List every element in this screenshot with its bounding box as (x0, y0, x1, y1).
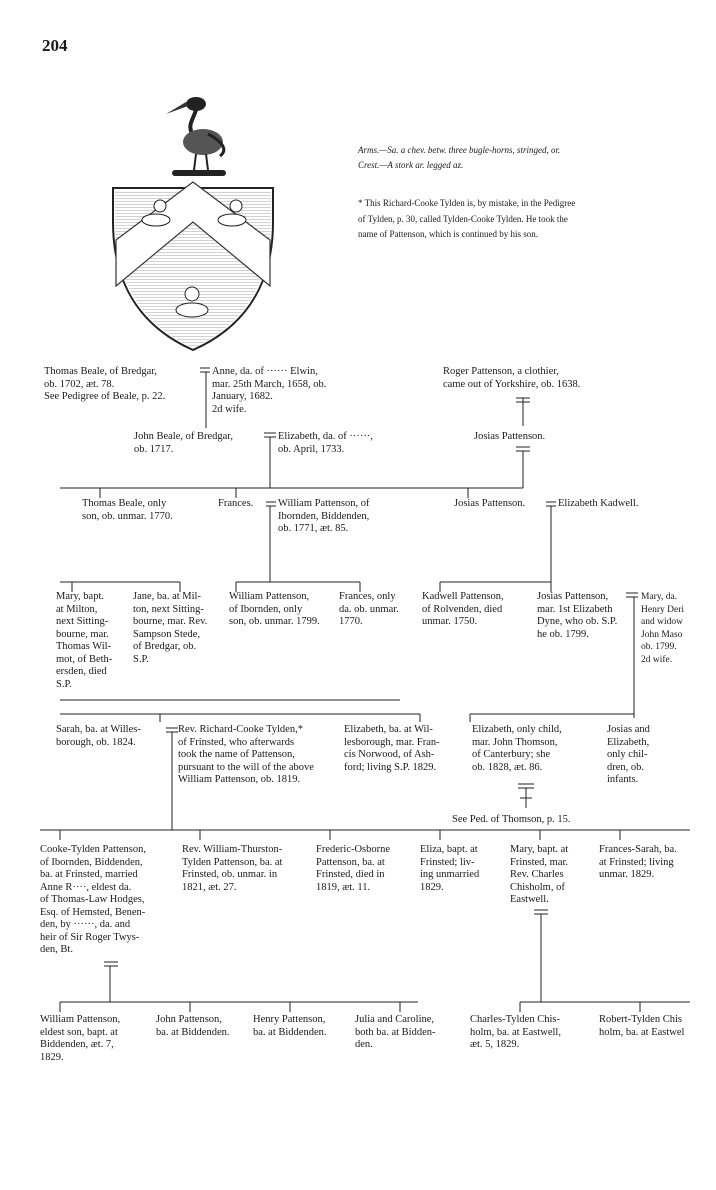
bugle-horn-icon (141, 199, 171, 227)
entry-thomas-beale-son: Thomas Beale, only son, ob. unmar. 1770. (82, 498, 173, 522)
entry-elizabeth-thomson: Elizabeth, only child, mar. John Thomson… (472, 724, 562, 773)
bugle-horn-icon (175, 286, 209, 318)
entry-julia-caroline: Julia and Caroline, both ba. at Bidden- … (355, 1014, 436, 1050)
page-number: 204 (42, 36, 68, 55)
entry-henry-pattenson: Henry Pattenson, ba. at Biddenden. (253, 1014, 327, 1038)
entry-kadwell-pattenson: Kadwell Pattenson, of Rolvenden, died un… (422, 591, 504, 627)
entry-thomas-beale: Thomas Beale, of Bredgar, ob. 1702, æt. … (44, 366, 166, 402)
entry-william-pattenson: William Pattenson, of Ibornden, Biddende… (278, 498, 370, 534)
entry-richard-cooke-tylden: Rev. Richard-Cooke Tylden,* of Frinsted,… (178, 724, 314, 785)
entry-eliza: Eliza, bapt. at Frinsted; liv- ing unmar… (420, 844, 480, 893)
entry-william-ibornden: William Pattenson, of Ibornden, only son… (229, 591, 320, 627)
entry-frances: Frances. (218, 498, 254, 509)
entry-elizabeth-kadwell: Elizabeth Kadwell. (558, 498, 639, 509)
entry-frances-only-da: Frances, only da. ob. unmar. 1770. (339, 591, 399, 627)
stork-crest-icon (166, 97, 226, 176)
entry-william-thurston: Rev. William-Thurston- Tylden Pattenson,… (182, 844, 283, 893)
entry-robert-tylden-chisholm: Robert-Tylden Chis holm, ba. at Eastwel (599, 1014, 685, 1038)
see-thomson-ref: See Ped. of Thomson, p. 15. (452, 814, 571, 825)
entry-john-pattenson: John Pattenson, ba. at Biddenden. (156, 1014, 230, 1038)
entry-charles-tylden-chisholm: Charles-Tylden Chis- holm, ba. at Eastwe… (470, 1014, 561, 1050)
entry-frederic-osborne: Frederic-Osborne Pattenson, ba. at Frins… (316, 844, 391, 893)
entry-john-beale: John Beale, of Bredgar, ob. 1717. (134, 431, 234, 455)
entry-josias-elizabeth: Josias and Elizabeth, only chil- dren, o… (607, 724, 650, 785)
coat-of-arms-image (112, 97, 274, 352)
entry-mary-wilmot: Mary, bapt. at Milton, next Sitting- bou… (56, 591, 113, 690)
entry-roger-pattenson: Roger Pattenson, a clothier, came out of… (443, 366, 581, 390)
entry-elizabeth-norwood: Elizabeth, ba. at Wil- lesborough, mar. … (344, 724, 440, 773)
bugle-horn-icon (217, 199, 247, 227)
footnote: * This Richard-Cooke Tylden is, by mista… (358, 198, 576, 239)
entry-cooke-tylden: Cooke-Tylden Pattenson, of Ibornden, Bid… (40, 844, 146, 955)
entry-josias-pattenson-1: Josias Pattenson. (474, 431, 546, 442)
entry-mary-chisholm: Mary, bapt. at Frinsted, mar. Rev. Charl… (510, 844, 569, 905)
entry-jane-stede: Jane, ba. at Mil- ton, next Sitting- bou… (133, 591, 208, 665)
entry-william-eldest: William Pattenson, eldest son, bapt. at … (40, 1014, 121, 1063)
entry-sarah: Sarah, ba. at Willes- borough, ob. 1824. (56, 724, 141, 748)
entry-anne-elwin: Anne, da. of ······ Elwin, mar. 25th Mar… (212, 366, 327, 415)
entry-elizabeth-wife: Elizabeth, da. of ······, ob. April, 173… (278, 431, 374, 455)
shield-icon (112, 181, 274, 352)
arms-note: Arms.—Sa. a chev. betw. three bugle-horn… (358, 145, 561, 170)
entry-josias-pattenson-3: Josias Pattenson, mar. 1st Elizabeth Dyn… (537, 591, 618, 640)
entry-josias-pattenson-2: Josias Pattenson. (454, 498, 526, 509)
entry-mary-mason: Mary, da. Henry Deri and widow John Maso… (641, 592, 684, 665)
entry-frances-sarah: Frances-Sarah, ba. at Frinsted; living u… (599, 844, 677, 880)
